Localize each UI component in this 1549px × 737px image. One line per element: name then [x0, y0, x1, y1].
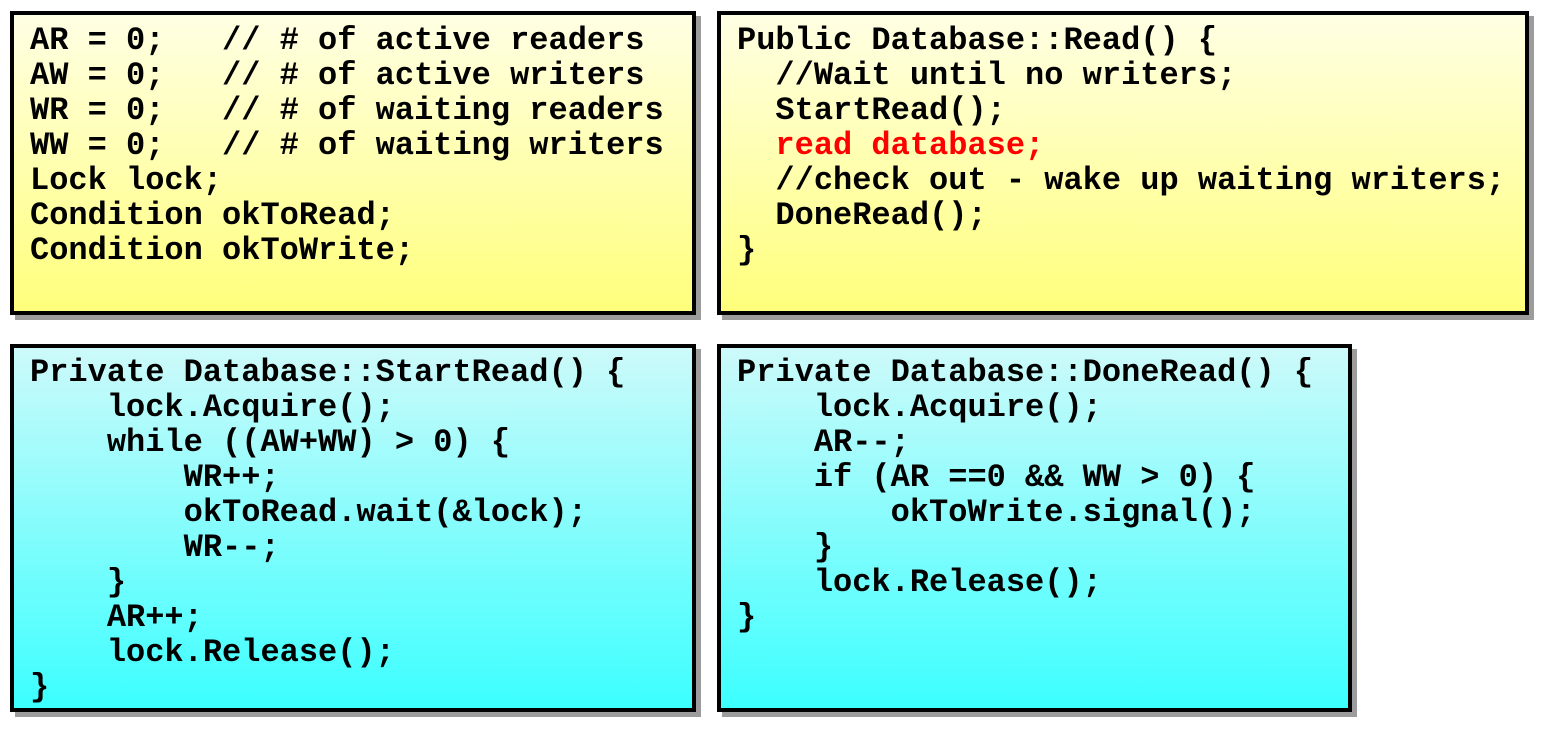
code-line: okToWrite.signal();: [737, 494, 1256, 531]
code-block-doneread: Private Database::DoneRead() { lock.Acqu…: [721, 348, 1348, 635]
code-line: okToRead.wait(&lock);: [30, 494, 587, 531]
code-line: }: [737, 599, 757, 636]
code-line: while ((AW+WW) > 0) {: [30, 424, 511, 461]
code-line: WR++;: [30, 459, 280, 496]
code-line: Private Database::StartRead() {: [30, 354, 626, 391]
code-line: Public Database::Read() {: [737, 22, 1218, 59]
code-line: AR++;: [30, 599, 203, 636]
code-line: WR = 0; // # of waiting readers: [30, 92, 664, 129]
code-block-startread: Private Database::StartRead() { lock.Acq…: [14, 348, 692, 705]
code-line: Lock lock;: [30, 162, 223, 199]
code-box-database-read: Public Database::Read() { //Wait until n…: [717, 11, 1529, 315]
code-line: Condition okToRead;: [30, 197, 395, 234]
code-line: AW = 0; // # of active writers: [30, 57, 645, 94]
code-line: //Wait until no writers;: [737, 57, 1237, 94]
code-line: lock.Release();: [737, 564, 1102, 601]
code-line: }: [737, 232, 757, 269]
code-line: lock.Acquire();: [30, 389, 395, 426]
code-block-database-read: Public Database::Read() { //Wait until n…: [721, 15, 1525, 268]
code-line: }: [30, 669, 50, 706]
code-line: read database;: [737, 127, 1045, 164]
code-line: WW = 0; // # of waiting writers: [30, 127, 664, 164]
code-line: lock.Acquire();: [737, 389, 1102, 426]
code-line: //check out - wake up waiting writers;: [737, 162, 1506, 199]
code-line: if (AR ==0 && WW > 0) {: [737, 459, 1256, 496]
code-line: DoneRead();: [737, 197, 987, 234]
code-line: }: [737, 529, 834, 566]
code-line: AR = 0; // # of active readers: [30, 22, 645, 59]
code-line: AR--;: [737, 424, 910, 461]
code-line: lock.Release();: [30, 634, 395, 671]
code-line: Condition okToWrite;: [30, 232, 415, 269]
code-line: }: [30, 564, 127, 601]
code-line: StartRead();: [737, 92, 1006, 129]
code-box-doneread: Private Database::DoneRead() { lock.Acqu…: [717, 344, 1352, 712]
code-line: Private Database::DoneRead() {: [737, 354, 1314, 391]
code-line: WR--;: [30, 529, 280, 566]
code-box-startread: Private Database::StartRead() { lock.Acq…: [10, 344, 696, 712]
